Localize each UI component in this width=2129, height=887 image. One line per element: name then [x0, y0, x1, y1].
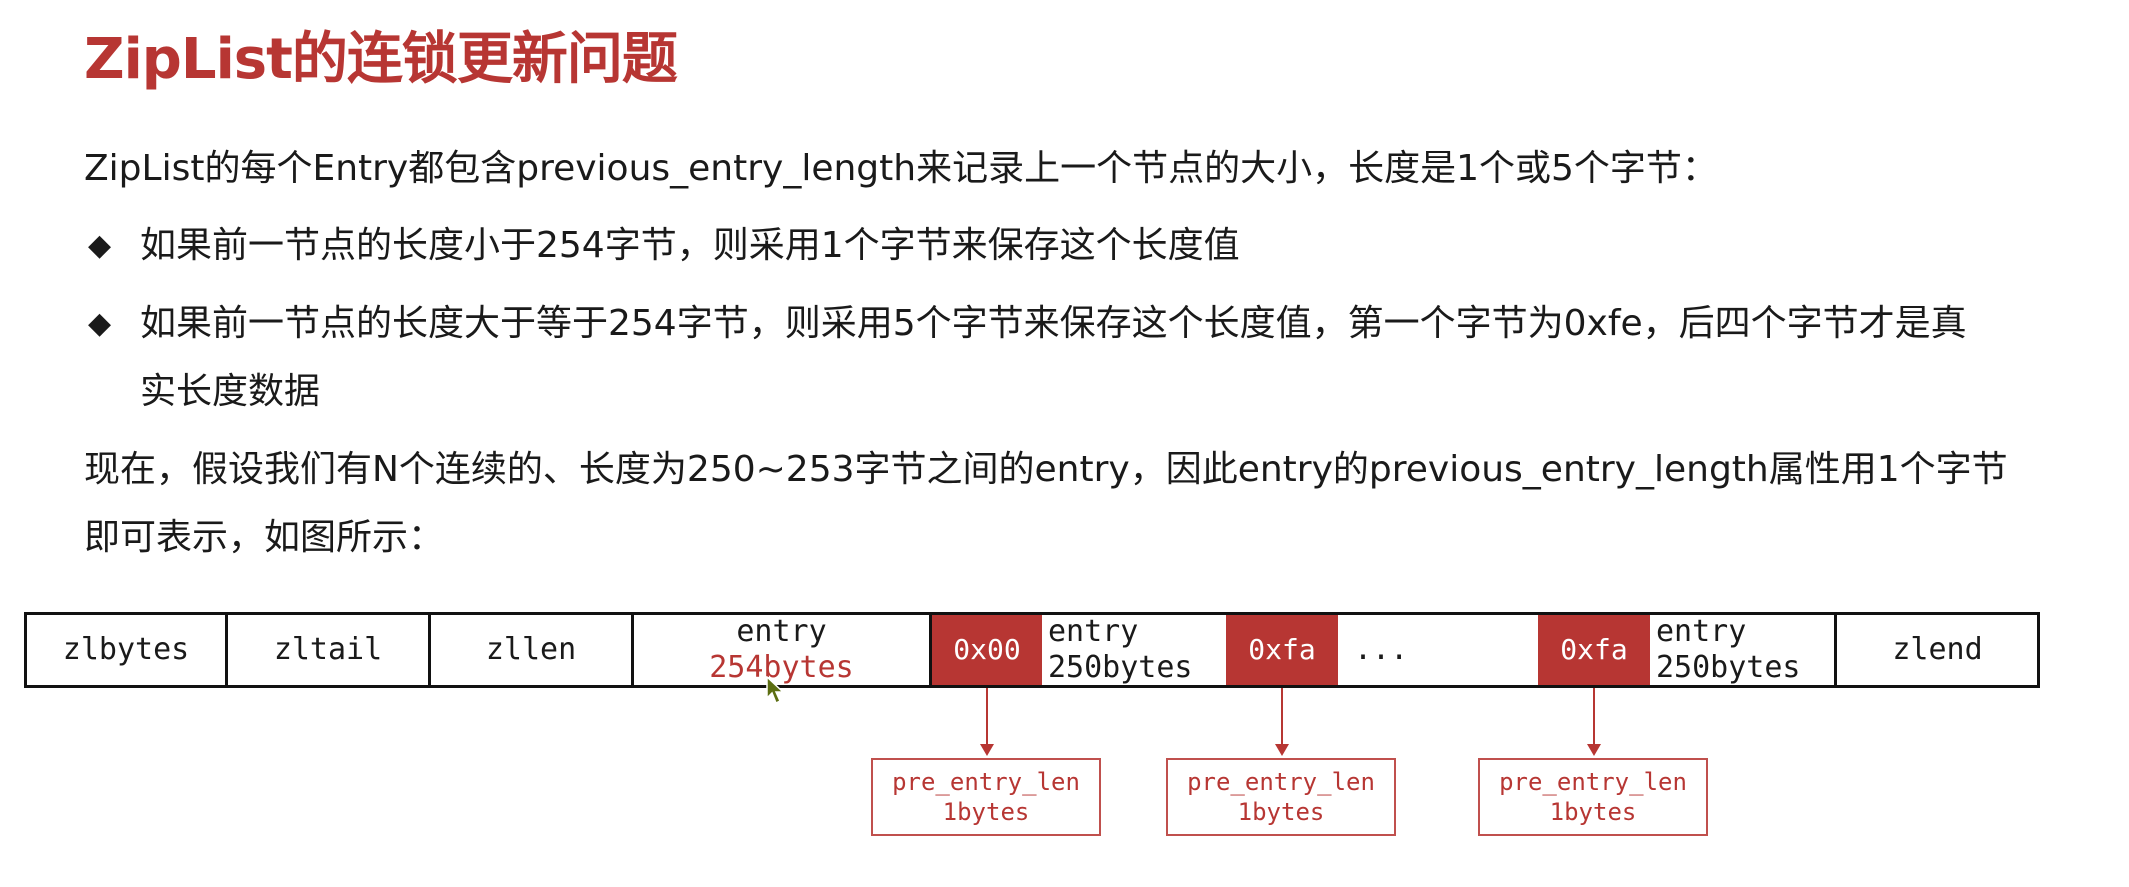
pre-entry-len-box: pre_entry_len 1bytes [1166, 758, 1396, 836]
prev-len-cell-1: 0x00 [932, 614, 1042, 686]
arrow-line [1593, 688, 1595, 746]
scenario-text-line-1: 现在，假设我们有N个连续的、长度为250~253字节之间的entry，因此ent… [84, 449, 2008, 490]
arrow-line [1281, 688, 1283, 746]
divider [225, 612, 228, 688]
arrow-head-icon [1275, 744, 1289, 756]
scenario-text-line-2: 即可表示，如图所示： [84, 517, 445, 558]
ziplist-frame [24, 612, 2040, 688]
divider [1834, 612, 1837, 688]
pre-entry-len-size: 1bytes [1549, 798, 1637, 826]
intro-text: ZipList的每个Entry都包含previous_entry_length来… [84, 148, 1718, 189]
page-title: ZipList的连锁更新问题 [84, 27, 678, 92]
pre-entry-len-label: pre_entry_len [1187, 768, 1375, 796]
divider [929, 612, 932, 688]
arrow-head-icon [980, 744, 994, 756]
divider [631, 612, 634, 688]
entry-label: entry [736, 614, 827, 649]
prev-len-cell-3: 0xfa [1538, 614, 1650, 686]
prev-len-cell-2: 0xfa [1226, 614, 1338, 686]
entry-size-label: 250bytes [1048, 650, 1193, 685]
entry-250-cell-2: entry 250bytes [1650, 614, 1834, 686]
entry-size-label: 250bytes [1656, 650, 1801, 685]
zltail-cell: zltail [273, 632, 383, 667]
bullet-item-1: 如果前一节点的长度小于254字节，则采用1个字节来保存这个长度值 [140, 225, 1240, 266]
pre-entry-len-size: 1bytes [1237, 798, 1325, 826]
pre-entry-len-box: pre_entry_len 1bytes [871, 758, 1101, 836]
mouse-cursor-icon [766, 676, 785, 705]
entry-label: entry [1656, 614, 1747, 649]
arrow-head-icon [1587, 744, 1601, 756]
zlend-cell: zlend [1892, 632, 1983, 667]
pre-entry-len-label: pre_entry_len [892, 768, 1080, 796]
bullet-item-2: 如果前一节点的长度大于等于254字节，则采用5个字节来保存这个长度值，第一个字节… [140, 303, 1967, 344]
zlbytes-cell: zlbytes [62, 632, 190, 667]
entry-250-cell-1: entry 250bytes [1042, 614, 1226, 686]
entry-size-label: 254bytes [709, 650, 854, 685]
arrow-line [986, 688, 988, 746]
bullet-icon: ◆ [88, 306, 112, 341]
pre-entry-len-size: 1bytes [942, 798, 1030, 826]
divider [428, 612, 431, 688]
bullet-item-2-continued: 实长度数据 [140, 371, 321, 412]
pre-entry-len-label: pre_entry_len [1499, 768, 1687, 796]
ellipsis-cell: ... [1354, 632, 1409, 667]
pre-entry-len-box: pre_entry_len 1bytes [1478, 758, 1708, 836]
entry-254-cell: entry 254bytes [634, 614, 929, 686]
entry-label: entry [1048, 614, 1139, 649]
bullet-icon: ◆ [88, 228, 112, 263]
zllen-cell: zllen [485, 632, 577, 667]
